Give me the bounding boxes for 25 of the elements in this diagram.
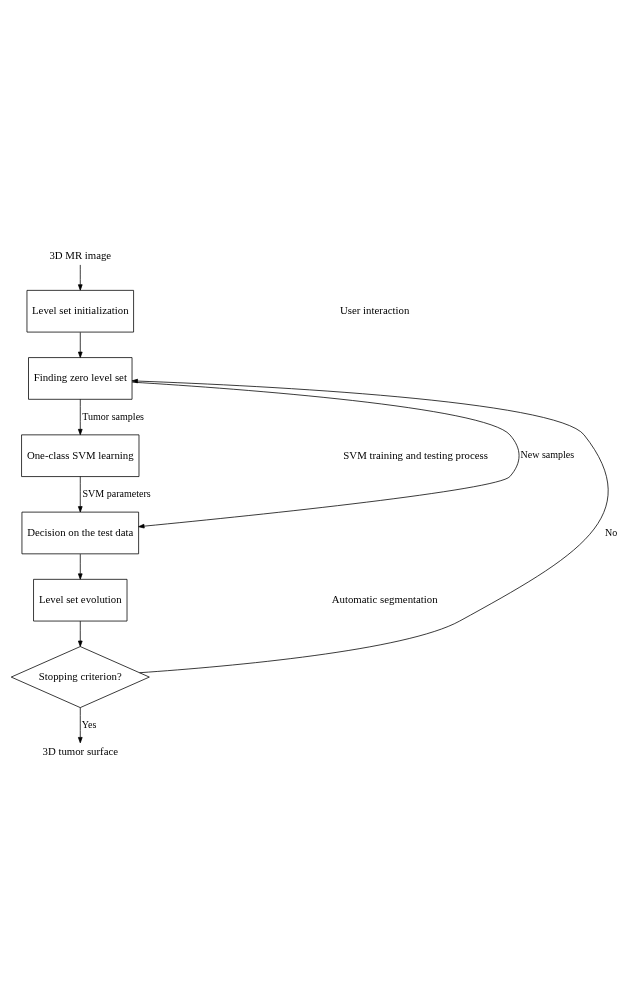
node-box: Finding zero level set xyxy=(28,357,133,400)
arrow xyxy=(78,264,83,291)
node-text: 3D tumor surface xyxy=(42,744,119,757)
edge-label: SVM parameters xyxy=(82,487,151,499)
node-text: 3D MR image xyxy=(49,248,112,261)
node-diamond: Stopping criterion? xyxy=(10,646,150,708)
node-box: One-class SVM learning xyxy=(21,434,140,477)
edge-label: New samples xyxy=(520,449,575,461)
edge-label: No xyxy=(604,526,618,538)
arrow xyxy=(78,620,83,647)
arrow xyxy=(131,381,520,529)
edge-label: Yes xyxy=(81,718,97,730)
edge-label: Tumor samples xyxy=(82,410,145,422)
label: User interaction xyxy=(340,304,410,317)
arrow xyxy=(78,707,83,744)
node-box: Level set initialization xyxy=(26,289,134,333)
arrow xyxy=(78,476,83,513)
node-box: Level set evolution xyxy=(33,578,128,622)
arrow xyxy=(131,378,609,674)
arrow xyxy=(78,398,83,436)
label: Automatic segmentation xyxy=(331,593,438,606)
node-box: Decision on the test data xyxy=(21,511,139,555)
arrow xyxy=(78,332,83,358)
label: SVM training and testing process xyxy=(343,448,488,461)
arrow xyxy=(78,553,83,580)
